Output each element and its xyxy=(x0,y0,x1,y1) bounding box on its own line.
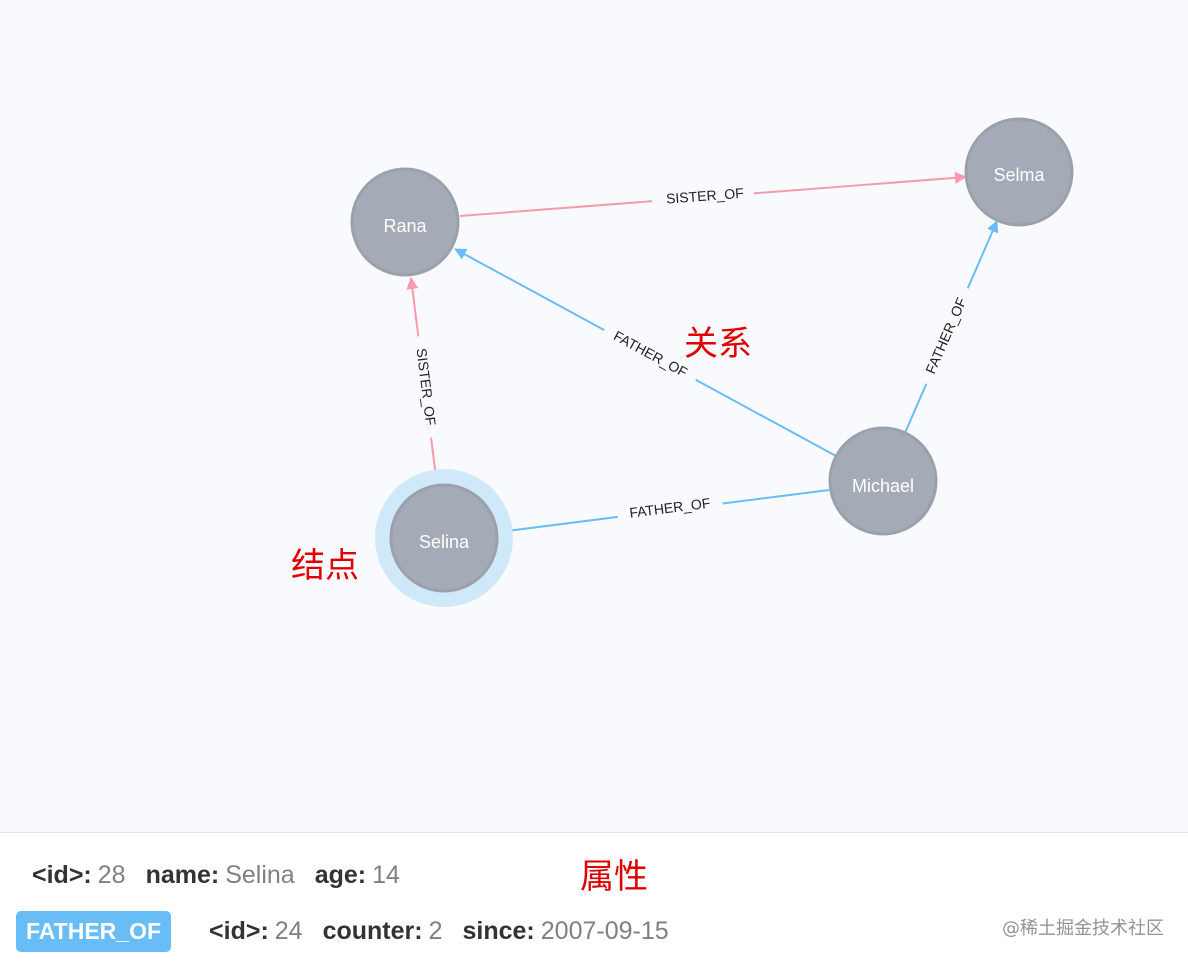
property-key: since: xyxy=(462,916,535,945)
node-label: Rana xyxy=(383,216,427,236)
edge-selina-rana[interactable]: SISTER_OF xyxy=(406,277,443,486)
edge-label-bg xyxy=(916,283,978,389)
edge-label-bg xyxy=(652,185,754,207)
edge-michael-rana[interactable]: FATHER_OF xyxy=(454,248,837,457)
relationship-type-badge[interactable]: FATHER_OF xyxy=(16,910,172,952)
annotation-relationship: 关系 xyxy=(684,324,752,364)
node-label: Selina xyxy=(419,532,470,552)
property-key: <id>: xyxy=(209,916,269,945)
graph-svg: SISTER_OF SISTER_OF FATHER_OF FATHER_OF … xyxy=(350,117,1074,607)
property-since: since: 2007-09-15 xyxy=(463,917,669,946)
edge-label-bg xyxy=(407,335,443,439)
annotation-node: 结点 xyxy=(291,546,359,586)
annotation-property: 属性 xyxy=(580,857,648,897)
property-id: <id>: 24 xyxy=(209,917,303,946)
property-key: <id>: xyxy=(32,860,92,889)
property-name: name: Selina xyxy=(146,861,295,890)
graph-canvas[interactable]: SISTER_OF SISTER_OF FATHER_OF FATHER_OF … xyxy=(0,0,1188,832)
panel-divider xyxy=(0,832,1188,833)
property-key: name: xyxy=(145,860,220,889)
node-label: Michael xyxy=(852,476,914,496)
property-value: 14 xyxy=(372,860,400,889)
edge-label: FATHER_OF xyxy=(611,327,690,380)
property-value: 28 xyxy=(97,860,126,889)
node-circle xyxy=(389,483,499,593)
property-counter: counter: 2 xyxy=(323,917,443,946)
property-value: 24 xyxy=(274,916,303,945)
edge-michael-selma[interactable]: FATHER_OF xyxy=(904,220,999,434)
property-age: age: 14 xyxy=(315,861,400,890)
relationship-properties-row: FATHER_OF <id>: 24 counter: 2 since: 200… xyxy=(16,909,689,953)
node-circle xyxy=(828,426,938,536)
node-label: Selma xyxy=(993,165,1045,185)
node-selma[interactable]: Selma xyxy=(964,117,1074,227)
node-circle xyxy=(350,167,460,277)
property-id: <id>: 28 xyxy=(32,861,126,890)
property-value: Selina xyxy=(225,860,295,889)
property-key: counter: xyxy=(322,916,423,945)
edge-label: SISTER_OF xyxy=(666,185,745,207)
node-circle xyxy=(964,117,1074,227)
edge-label-bg xyxy=(599,320,701,390)
watermark: @稀土掘金技术社区 xyxy=(1002,918,1164,939)
edge-michael-selina[interactable]: FATHER_OF xyxy=(498,489,830,537)
node-properties-row: <id>: 28 name: Selina age: 14 xyxy=(32,853,420,897)
edge-label-bg xyxy=(616,491,724,527)
property-value: 2 xyxy=(428,916,443,945)
edge-rana-selma[interactable]: SISTER_OF xyxy=(459,171,967,217)
property-key: age: xyxy=(314,860,367,889)
node-michael[interactable]: Michael xyxy=(828,426,938,536)
property-value: 2007-09-15 xyxy=(540,916,669,945)
node-rana[interactable]: Rana xyxy=(350,167,460,277)
node-selina[interactable]: Selina xyxy=(375,469,513,607)
